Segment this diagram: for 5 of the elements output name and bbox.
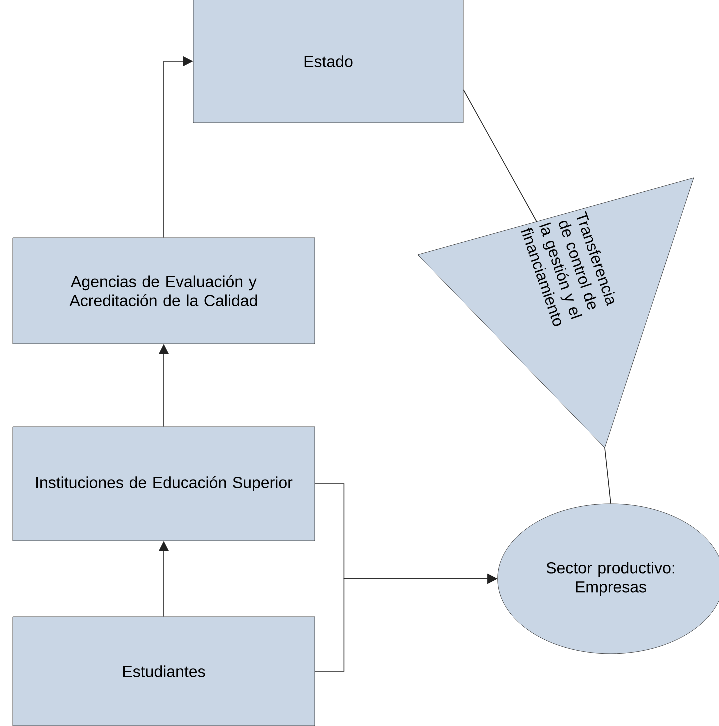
process-box: Estado (193, 0, 464, 124)
process-box: Instituciones de Educación Superior (12, 426, 316, 542)
process-box: Agencias de Evaluación y Acreditación de la Calidad (12, 238, 316, 344)
process-box: Estudiantes (12, 616, 316, 726)
ellipse-node: Sector productivo: Empresas (498, 504, 719, 654)
